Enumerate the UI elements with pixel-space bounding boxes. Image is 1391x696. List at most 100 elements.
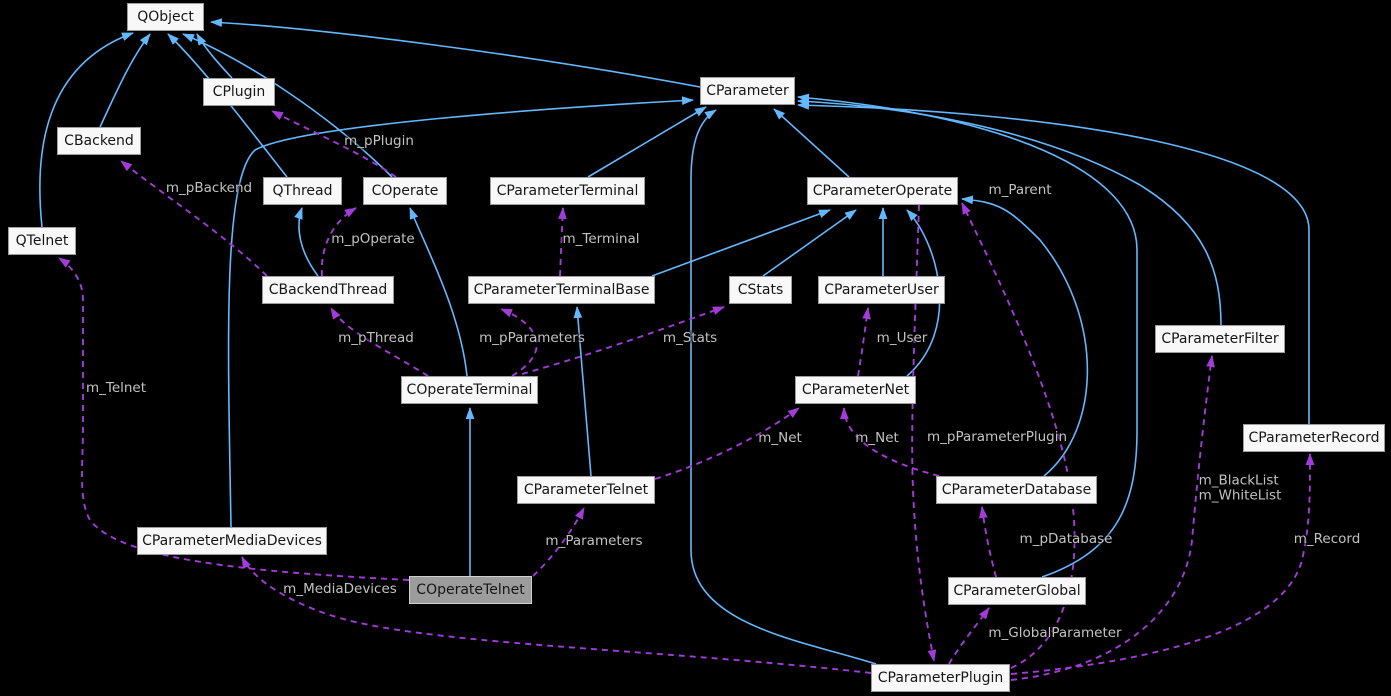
edge-label-u4: m_pThread (338, 331, 414, 346)
edge-label-u12: m_GlobalParameter (988, 626, 1121, 641)
class-node-cparameter[interactable]: CParameter (700, 77, 795, 105)
edge-label-u15: m_Record (1294, 532, 1361, 547)
class-node-cparameterplugin[interactable]: CParameterPlugin (871, 664, 1010, 692)
edge-label-u1: m_pBackend (166, 181, 252, 196)
class-node-cbackend[interactable]: CBackend (57, 127, 141, 155)
inheritance-edge-cparametermediadevices-to-cparameter (227, 96, 694, 528)
class-node-cparametertelnet[interactable]: CParameterTelnet (517, 476, 655, 504)
edge-label-text: m_Telnet (85, 379, 147, 396)
edge-label-text: m_Net (758, 429, 802, 446)
usage-edge-cparameterglobal-to-cparameterdatabase (978, 506, 997, 578)
class-node-label: QTelnet (15, 233, 69, 249)
edge-label-u19: m_Net (855, 431, 899, 446)
usage-edge-cparameterterminalbase-to-cparameterterminal (558, 207, 567, 277)
edge-label-text: m_pParameters (479, 329, 585, 346)
edge-label-u9: m_Parent (988, 183, 1051, 198)
inheritance-edge-cparameterterminalbase-to-cparameteroperate (651, 209, 831, 277)
inheritance-edge-cparameterterminal-to-cparameter (587, 106, 707, 178)
class-node-label: CParameterDatabase (941, 482, 1092, 498)
inheritance-edge-cparameterrecord-to-cparameter (797, 100, 1310, 424)
class-node-label: CParameterMediaDevices (142, 533, 322, 549)
edge-label-text: m_pParameterPlugin (926, 428, 1068, 445)
class-node-cparameterfilter[interactable]: CParameterFilter (1155, 325, 1285, 353)
class-node-qtelnet[interactable]: QTelnet (8, 227, 76, 255)
edge-label-text: m_pThread (338, 329, 414, 346)
usage-edge-coperateterminal-to-cparameterterminalbase (500, 308, 538, 377)
edge-label-text: m_Stats (662, 329, 718, 346)
usage-edge-coperatetelnet-to-qtelnet (58, 257, 410, 581)
class-node-cparameterglobal[interactable]: CParameterGlobal (948, 577, 1086, 605)
usage-edge-coperateterminal-to-cstats (521, 306, 725, 375)
edge-label-text: m_BlackList (1198, 472, 1279, 489)
class-node-label: CParameterUser (824, 282, 939, 298)
class-node-cparameterrecord[interactable]: CParameterRecord (1243, 424, 1385, 452)
edge-label-u6: m_pParameters (479, 331, 585, 346)
class-node-label: CBackendThread (268, 282, 388, 298)
usage-edge-cparameterplugin-to-cparametermediadevices (241, 556, 872, 674)
inheritance-edge-cstats-to-cparameteroperate (762, 209, 857, 277)
inheritance-edge-coperateterminal-to-coperate (409, 207, 468, 377)
class-node-cparameternet[interactable]: CParameterNet (795, 376, 916, 404)
class-node-coperate[interactable]: COperate (363, 177, 447, 205)
inheritance-edge-qtelnet-to-qobject (39, 32, 134, 228)
edge-label-u3: m_pOperate (331, 232, 414, 247)
class-node-qthread[interactable]: QThread (263, 177, 342, 205)
class-node-label: CPlugin (212, 84, 266, 100)
edge-label-u8: m_User (877, 331, 928, 346)
inheritance-edge-cparametertelnet-to-cparameterterminalbase (573, 306, 592, 477)
edge-label-u13: m_pDatabase (1020, 532, 1113, 547)
class-node-cparametermediadevices[interactable]: CParameterMediaDevices (137, 527, 327, 555)
class-node-cparameterterminalbase[interactable]: CParameterTerminalBase (468, 276, 655, 304)
usage-edge-cparameterplugin-to-cparameterglobal (948, 607, 990, 665)
edge-label-text: m_pOperate (331, 230, 415, 247)
class-node-cbackendthread[interactable]: CBackendThread (262, 276, 394, 304)
edge-label-text: m_WhiteList (1198, 487, 1282, 503)
class-node-cparameteroperate[interactable]: CParameterOperate (807, 177, 958, 205)
class-node-label: CStats (737, 282, 784, 298)
inheritance-edge-cparameterplugin-to-cparameter (690, 109, 877, 665)
edge-label-text: m_GlobalParameter (988, 624, 1122, 641)
edge-label-text: m_pDatabase (1019, 530, 1113, 547)
class-node-cparameteruser[interactable]: CParameterUser (818, 276, 945, 304)
edge-label-text: m_Record (1293, 530, 1361, 547)
edge-label-u16: m_Telnet (86, 381, 146, 396)
class-node-qobject[interactable]: QObject (127, 3, 204, 31)
class-node-label: CParameterRecord (1248, 430, 1380, 446)
edge-label-text: m_User (876, 329, 928, 346)
edge-label-u2: m_pPlugin (344, 134, 414, 149)
class-node-label: COperate (371, 183, 439, 199)
edge-label-text: m_MediaDevices (283, 580, 397, 597)
class-node-cparameterdatabase[interactable]: CParameterDatabase (936, 476, 1097, 504)
class-node-coperateterminal[interactable]: COperateTerminal (401, 376, 538, 404)
class-node-label: CParameterTerminalBase (473, 282, 650, 298)
class-node-label: CParameter (706, 83, 789, 99)
class-node-label: CParameterTerminal (496, 183, 639, 199)
class-node-cstats[interactable]: CStats (729, 276, 792, 304)
class-node-label: COperateTelnet (416, 582, 525, 598)
edge-label-text: m_Parameters (545, 532, 643, 549)
edge-label-text: m_Net (855, 429, 899, 446)
usage-edge-cparameternet-to-cparameteruser (857, 307, 871, 377)
class-node-label: CParameterPlugin (877, 670, 1004, 686)
edge-label-u18: m_Net (758, 431, 802, 446)
inheritance-edge-coperate-to-qobject (182, 33, 393, 178)
class-node-cplugin[interactable]: CPlugin (203, 78, 275, 106)
inheritance-edge-cparameteroperate-to-cparameter (773, 108, 850, 178)
edge-label-text: m_pBackend (165, 179, 253, 196)
edge-label-u10: m_Parameters (545, 534, 642, 549)
class-node-label: QThread (272, 183, 333, 199)
usage-edge-cparameterplugin-to-cparameterfilter (1010, 355, 1215, 681)
class-node-cparameterterminal[interactable]: CParameterTerminal (490, 177, 645, 205)
usage-edge-cparameteroperate-to-cparameterplugin (911, 204, 937, 662)
edge-label-text: m_pPlugin (344, 132, 414, 149)
class-node-label: COperateTerminal (406, 382, 533, 398)
edge-label-text: m_Parent (988, 181, 1052, 198)
class-node-coperatetelnet: COperateTelnet (409, 576, 532, 604)
usage-edge-coperate-to-cplugin (271, 110, 397, 178)
usage-edge-cparameterplugin-to-cparameterrecord (1010, 453, 1315, 675)
usage-edge-cbackendthread-to-cbackend (120, 160, 268, 277)
edge-label-text: m_Terminal (562, 230, 640, 247)
